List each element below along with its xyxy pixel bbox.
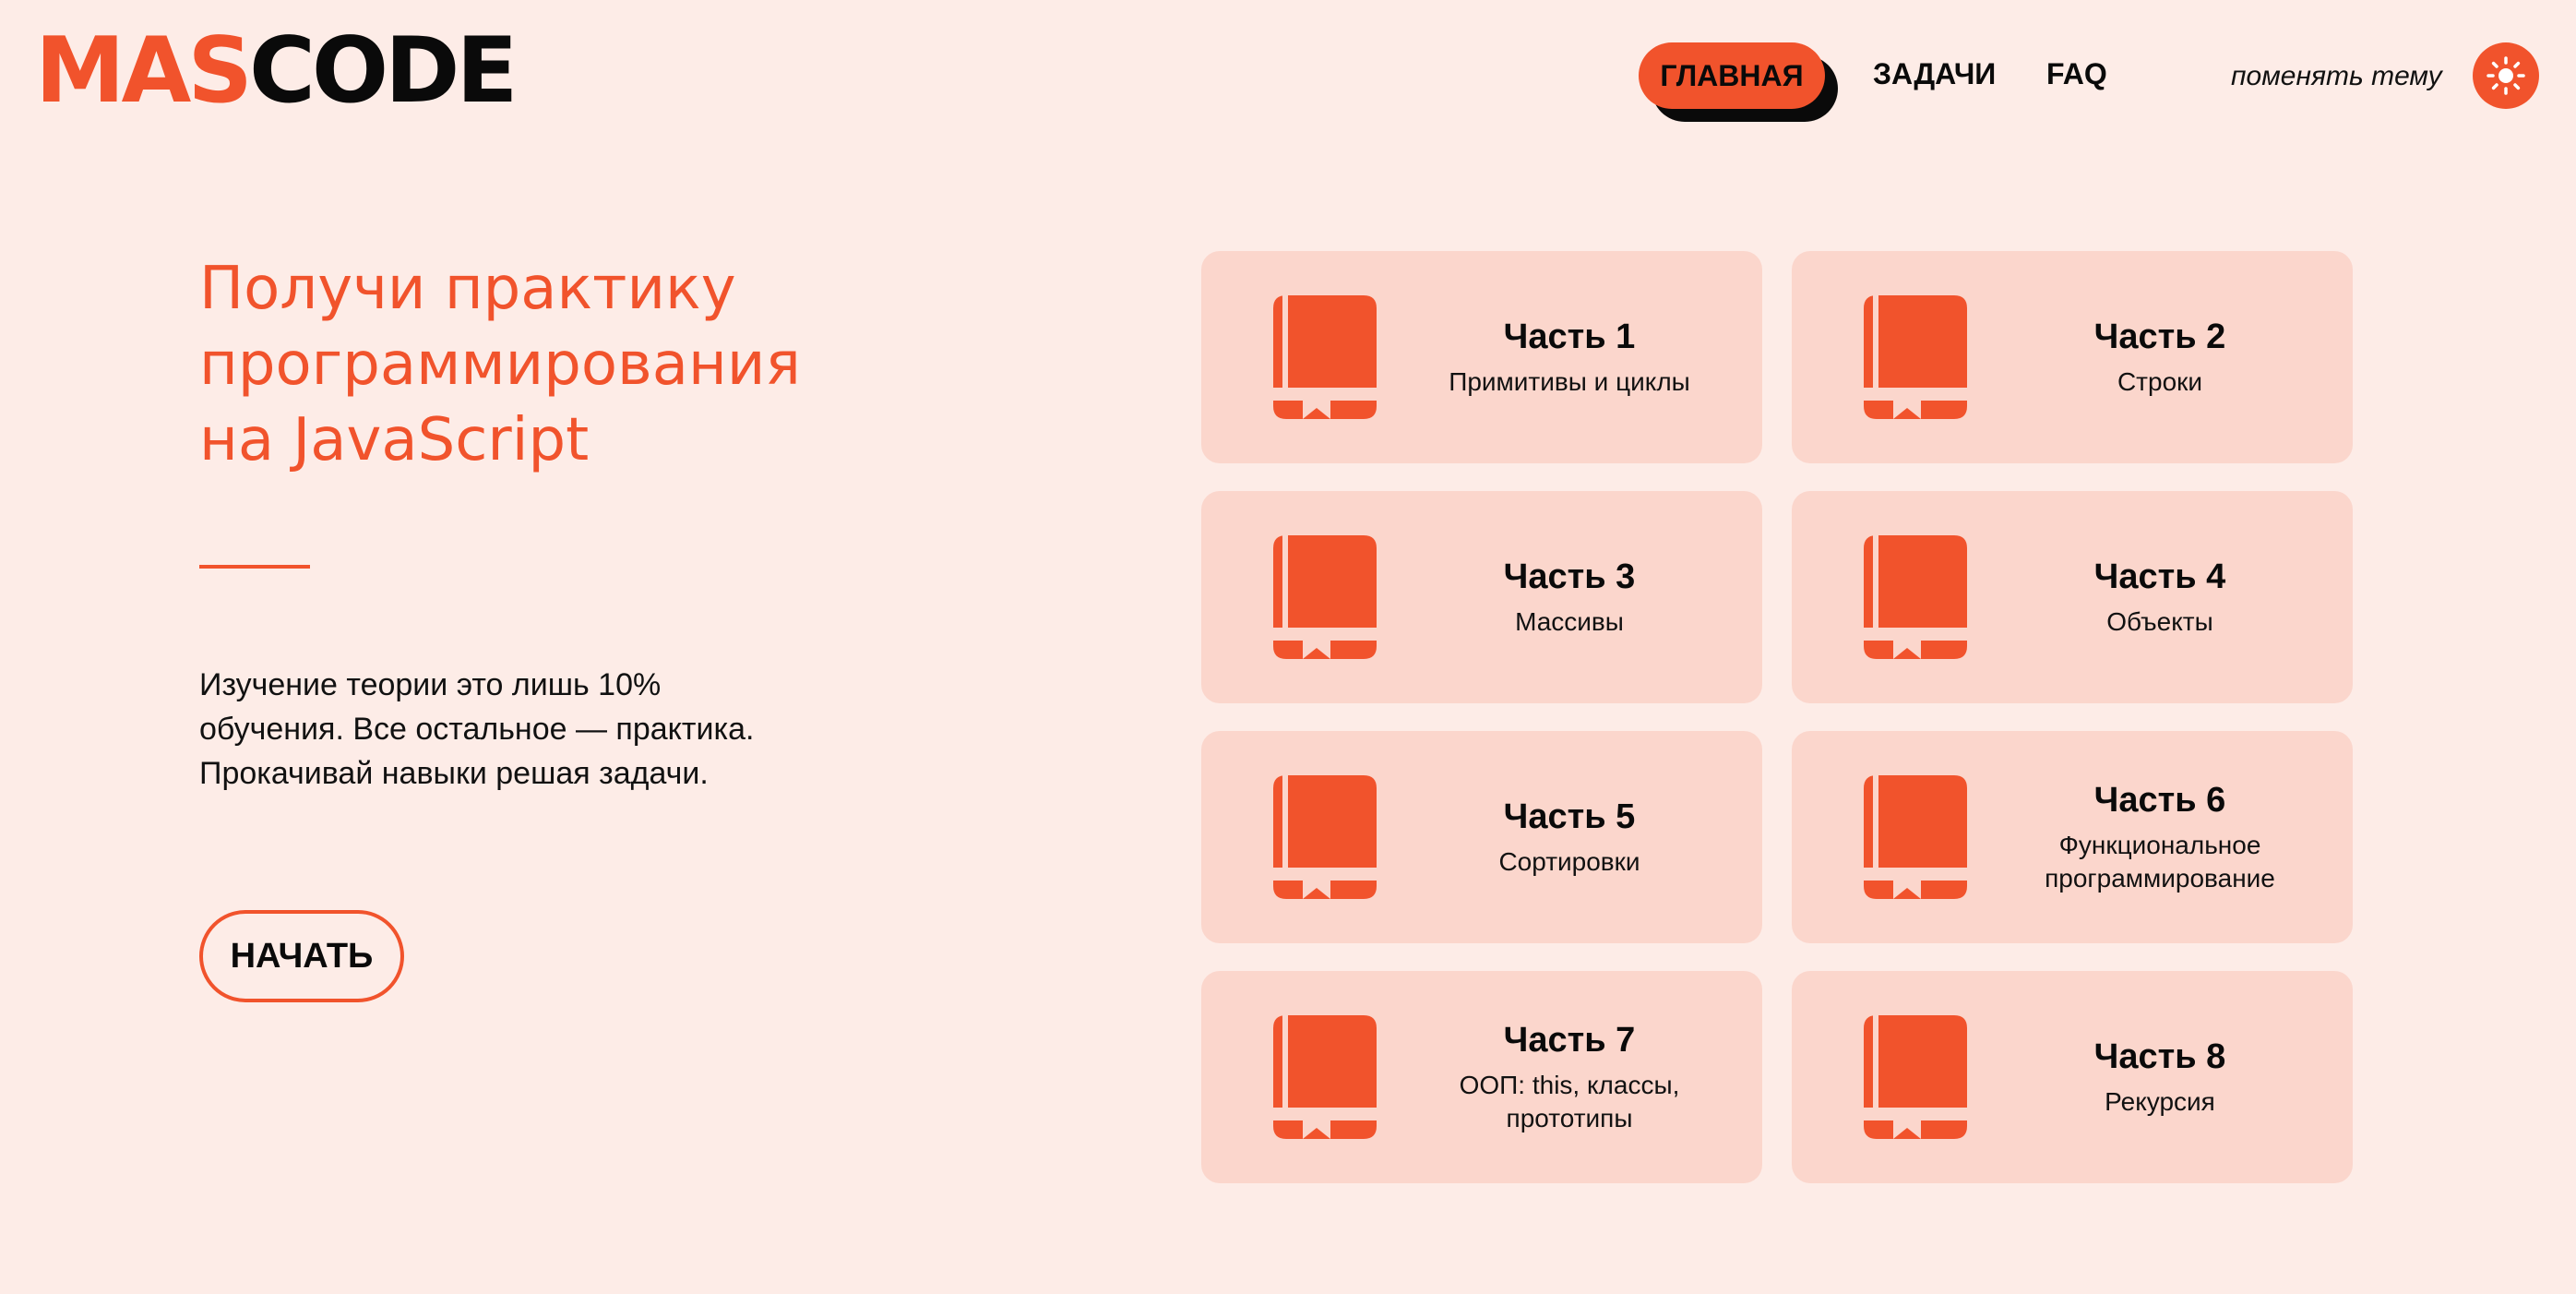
part-card-subtitle: Функциональное программирование xyxy=(2045,831,2275,893)
hero-title-line: Получи практику xyxy=(199,255,736,323)
nav-item-tasks[interactable]: ЗАДАЧИ xyxy=(1873,57,1997,90)
book-icon xyxy=(1864,295,1967,419)
hero-description-line: Прокачивай навыки решая задачи. xyxy=(199,756,709,791)
part-card-subtitle: ООП: this, классы, прототипы xyxy=(1459,1071,1680,1132)
part-card-texts: Часть 6 Функциональное программирование xyxy=(1986,731,2334,943)
book-icon xyxy=(1864,535,1967,659)
book-icon xyxy=(1273,1015,1377,1139)
start-button[interactable]: НАЧАТЬ xyxy=(199,910,404,1002)
part-card-title: Часть 6 xyxy=(2093,781,2226,820)
change-theme-label[interactable]: поменять тему xyxy=(2231,61,2442,91)
hero-title: Получи практику программирования на Java… xyxy=(199,251,900,478)
part-card-3[interactable]: Часть 3 Массивы xyxy=(1201,491,1762,703)
part-card-texts: Часть 8 Рекурсия xyxy=(1986,971,2334,1183)
nav-item-faq[interactable]: FAQ xyxy=(2046,57,2107,90)
logo-part-mas: MAS xyxy=(35,18,253,124)
theme-toggle-button[interactable] xyxy=(2473,42,2539,109)
book-icon xyxy=(1864,1015,1967,1139)
part-card-texts: Часть 1 Примитивы и циклы xyxy=(1395,251,1744,463)
part-card-texts: Часть 2 Строки xyxy=(1986,251,2334,463)
hero-title-line: на JavaScript xyxy=(199,406,590,474)
nav-home-label[interactable]: ГЛАВНАЯ xyxy=(1639,42,1825,109)
part-card-texts: Часть 7 ООП: this, классы, прототипы xyxy=(1395,971,1744,1183)
part-card-subtitle: Сортировки xyxy=(1498,847,1640,876)
part-card-title: Часть 8 xyxy=(2093,1037,2226,1076)
hero-description-line: обучения. Все остальное — практика. xyxy=(199,712,755,747)
book-icon xyxy=(1273,775,1377,899)
part-card-subtitle: Строки xyxy=(2117,367,2203,396)
part-card-texts: Часть 5 Сортировки xyxy=(1395,731,1744,943)
part-card-subtitle: Объекты xyxy=(2106,607,2213,636)
part-card-subtitle: Рекурсия xyxy=(2105,1087,2215,1116)
part-card-5[interactable]: Часть 5 Сортировки xyxy=(1201,731,1762,943)
logo-part-code: CODE xyxy=(248,18,519,124)
part-card-title: Часть 1 xyxy=(1503,318,1636,356)
part-card-title: Часть 5 xyxy=(1503,797,1636,836)
part-card-8[interactable]: Часть 8 Рекурсия xyxy=(1792,971,2353,1183)
hero-description-line: Изучение теории это лишь 10% xyxy=(199,667,662,702)
part-card-2[interactable]: Часть 2 Строки xyxy=(1792,251,2353,463)
nav-item-home[interactable]: ГЛАВНАЯ xyxy=(1639,42,1838,122)
book-icon xyxy=(1864,775,1967,899)
logo[interactable]: MASCODE xyxy=(35,18,519,124)
sun-icon xyxy=(2487,56,2525,95)
part-card-1[interactable]: Часть 1 Примитивы и циклы xyxy=(1201,251,1762,463)
book-icon xyxy=(1273,295,1377,419)
part-card-subtitle: Примитивы и циклы xyxy=(1449,367,1690,396)
part-card-7[interactable]: Часть 7 ООП: this, классы, прототипы xyxy=(1201,971,1762,1183)
part-card-4[interactable]: Часть 4 Объекты xyxy=(1792,491,2353,703)
part-card-texts: Часть 4 Объекты xyxy=(1986,491,2334,703)
parts-grid: Часть 1 Примитивы и циклы Часть 2 Строки xyxy=(1201,251,2353,1183)
part-card-title: Часть 4 xyxy=(2093,557,2226,596)
part-card-subtitle: Массивы xyxy=(1515,607,1624,636)
book-icon xyxy=(1273,535,1377,659)
part-card-title: Часть 3 xyxy=(1503,557,1636,596)
hero-description: Изучение теории это лишь 10% обучения. В… xyxy=(199,663,864,796)
part-card-title: Часть 2 xyxy=(2093,318,2226,356)
hero-divider xyxy=(199,565,310,569)
part-card-texts: Часть 3 Массивы xyxy=(1395,491,1744,703)
hero-title-line: программирования xyxy=(199,330,801,399)
part-card-title: Часть 7 xyxy=(1503,1021,1636,1060)
part-card-6[interactable]: Часть 6 Функциональное программирование xyxy=(1792,731,2353,943)
